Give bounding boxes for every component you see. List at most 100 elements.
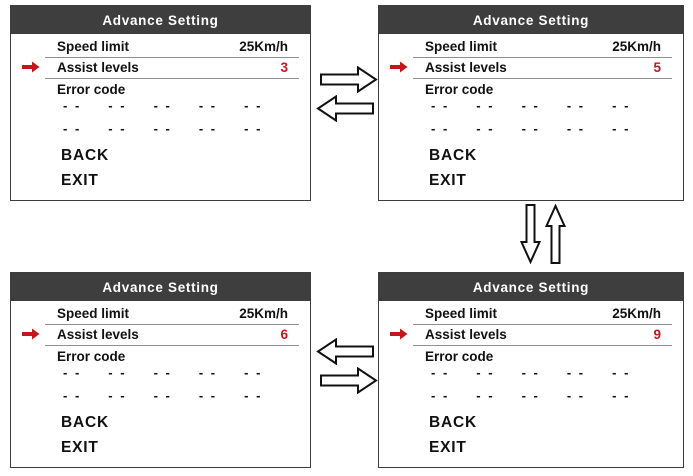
assist-levels-value: 5 [653, 60, 661, 75]
error-code-slot: - - [612, 121, 631, 136]
error-code-slot: - - [566, 365, 586, 380]
error-code-slot: - - [476, 98, 495, 113]
error-code-slot: - - [431, 98, 450, 113]
assist-levels-value: 6 [280, 327, 288, 342]
exit-menu-item: EXIT [61, 172, 99, 189]
transition-arrows-right [520, 204, 566, 266]
error-code-row: Error code [57, 82, 288, 97]
error-code-slot: - - [108, 388, 127, 403]
advance-setting-screen-3: Advance Setting Speed limit 25Km/h Assis… [10, 272, 311, 468]
right-arrow-icon [320, 66, 378, 93]
error-code-slot: - - [566, 388, 586, 403]
selection-arrow-icon [390, 328, 408, 340]
error-code-slot: - - [63, 365, 82, 380]
error-code-slot: - - [521, 388, 540, 403]
screen-title: Advance Setting [11, 6, 310, 34]
error-code-row: Error code [57, 349, 288, 364]
error-code-slot: - - [431, 121, 450, 136]
error-code-label: Error code [425, 349, 494, 364]
error-code-slot: - - [198, 365, 218, 380]
underline [45, 345, 299, 346]
underline [413, 78, 672, 79]
underline [45, 324, 299, 325]
left-arrow-icon [316, 338, 374, 365]
speed-limit-row: Speed limit 25Km/h [425, 39, 661, 54]
speed-limit-value: 25Km/h [612, 306, 661, 321]
error-code-slot: - - [198, 121, 218, 136]
assist-levels-row: Assist levels 5 [425, 60, 661, 75]
error-code-slots-row: - -- -- -- -- - [431, 365, 630, 380]
error-code-slot: - - [244, 365, 263, 380]
screen-body: Speed limit 25Km/h Assist levels 9 Error… [379, 301, 683, 467]
error-code-slot: - - [108, 98, 127, 113]
assist-levels-value: 9 [653, 327, 661, 342]
error-code-slots-row: - -- -- -- -- - [431, 121, 630, 136]
error-code-slots-row: - -- -- -- -- - [63, 121, 262, 136]
error-code-slot: - - [612, 365, 631, 380]
speed-limit-value: 25Km/h [239, 306, 288, 321]
error-code-slot: - - [63, 388, 82, 403]
error-code-slot: - - [244, 388, 263, 403]
selection-arrow-icon [22, 328, 40, 340]
advance-setting-screen-2: Advance Setting Speed limit 25Km/h Assis… [378, 5, 684, 201]
error-code-slot: - - [198, 388, 218, 403]
speed-limit-label: Speed limit [57, 306, 130, 321]
screen-title: Advance Setting [379, 6, 683, 34]
speed-limit-row: Speed limit 25Km/h [57, 306, 288, 321]
right-arrow-icon [320, 367, 378, 394]
assist-levels-label: Assist levels [57, 327, 139, 342]
down-arrow-icon [520, 204, 541, 264]
error-code-row: Error code [425, 82, 661, 97]
exit-menu-item: EXIT [61, 439, 99, 456]
screen-body: Speed limit 25Km/h Assist levels 5 Error… [379, 34, 683, 200]
error-code-slot: - - [476, 121, 495, 136]
error-code-slot: - - [153, 121, 172, 136]
underline [413, 345, 672, 346]
up-arrow-icon [545, 204, 566, 264]
back-menu-item: BACK [429, 147, 477, 164]
error-code-slots-row: - -- -- -- -- - [63, 365, 262, 380]
assist-levels-row: Assist levels 9 [425, 327, 661, 342]
error-code-slot: - - [521, 365, 540, 380]
back-menu-item: BACK [61, 414, 109, 431]
error-code-slot: - - [521, 121, 540, 136]
back-menu-item: BACK [429, 414, 477, 431]
error-code-slot: - - [476, 365, 495, 380]
speed-limit-row: Speed limit 25Km/h [57, 39, 288, 54]
speed-limit-label: Speed limit [425, 306, 498, 321]
error-code-slots-row: - -- -- -- -- - [63, 388, 262, 403]
screen-title: Advance Setting [379, 273, 683, 301]
back-menu-item: BACK [61, 147, 109, 164]
speed-limit-label: Speed limit [57, 39, 130, 54]
error-code-label: Error code [425, 82, 494, 97]
error-code-slot: - - [153, 388, 172, 403]
selection-arrow-icon [22, 61, 40, 73]
exit-menu-item: EXIT [429, 439, 467, 456]
speed-limit-value: 25Km/h [612, 39, 661, 54]
error-code-slot: - - [244, 98, 263, 113]
transition-arrows-top [316, 66, 378, 124]
underline [45, 78, 299, 79]
error-code-slots-row: - -- -- -- -- - [431, 98, 630, 113]
screen-title: Advance Setting [11, 273, 310, 301]
assist-levels-value: 3 [280, 60, 288, 75]
error-code-row: Error code [425, 349, 661, 364]
exit-menu-item: EXIT [429, 172, 467, 189]
error-code-slot: - - [198, 98, 218, 113]
error-code-slots-row: - -- -- -- -- - [63, 98, 262, 113]
error-code-slot: - - [521, 98, 540, 113]
assist-levels-row: Assist levels 6 [57, 327, 288, 342]
error-code-slot: - - [476, 388, 495, 403]
error-code-slot: - - [431, 365, 450, 380]
error-code-slot: - - [244, 121, 263, 136]
error-code-slots-row: - -- -- -- -- - [431, 388, 630, 403]
left-arrow-icon [316, 95, 374, 122]
error-code-slot: - - [612, 98, 631, 113]
error-code-slot: - - [431, 388, 450, 403]
speed-limit-row: Speed limit 25Km/h [425, 306, 661, 321]
error-code-slot: - - [153, 365, 172, 380]
error-code-slot: - - [63, 121, 82, 136]
screen-body: Speed limit 25Km/h Assist levels 6 Error… [11, 301, 310, 467]
error-code-slot: - - [63, 98, 82, 113]
